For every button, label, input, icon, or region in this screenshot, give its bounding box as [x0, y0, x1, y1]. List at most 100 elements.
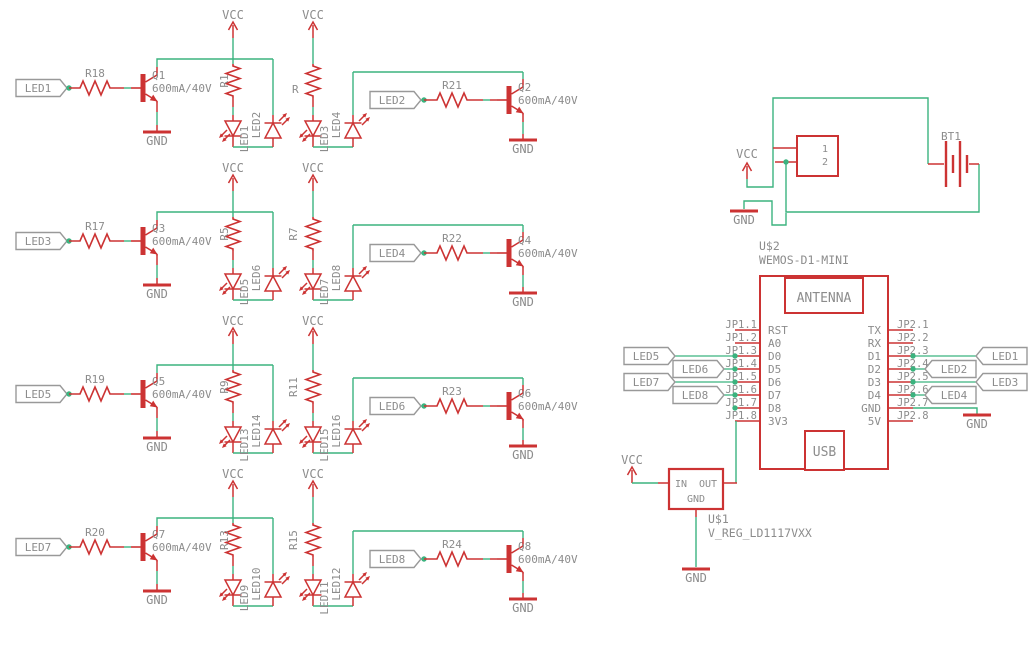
pin-label-jp1-7: JP1.7 [725, 397, 757, 409]
pin-name: GND [861, 402, 881, 415]
led-LED12[interactable] [343, 571, 371, 607]
led-LED14[interactable] [263, 418, 291, 454]
vcc-label: VCC [302, 314, 324, 328]
pin-label-jp1-5: JP1.5 [725, 371, 757, 383]
net-label-LED3-input[interactable]: LED3 [15, 231, 68, 251]
net-label-LED5-input[interactable]: LED5 [15, 384, 68, 404]
vcc-symbol[interactable] [307, 21, 319, 39]
led-name: LED11 [318, 581, 331, 614]
net-label-LED7-input[interactable]: LED7 [15, 537, 68, 557]
led-name: LED12 [330, 567, 343, 600]
net-label-LED6-input[interactable]: LED6 [369, 396, 422, 416]
pin-name: D8 [768, 402, 781, 415]
pin-label-jp1-1: JP1.1 [725, 319, 757, 331]
resistor-R23[interactable] [431, 398, 473, 414]
transistor-name: Q7 [152, 528, 165, 541]
vcc-symbol[interactable] [307, 480, 319, 498]
net-label-LED2[interactable]: LED2 [924, 359, 977, 379]
resistor-R11[interactable] [305, 369, 321, 405]
net-label-LED2-input[interactable]: LED2 [369, 90, 422, 110]
led-LED10[interactable] [263, 571, 291, 607]
pin-label-jp2-2: JP2.2 [897, 332, 929, 344]
connector-outline [796, 135, 839, 177]
battery-connector[interactable]: 12 [796, 135, 839, 177]
resistor-name: R1 [218, 74, 231, 87]
vcc-label: VCC [302, 8, 324, 22]
led-LED2[interactable] [263, 112, 291, 148]
resistor-R15[interactable] [305, 522, 321, 558]
resistor-R24[interactable] [431, 551, 473, 567]
led-LED4[interactable] [343, 112, 371, 148]
wire [746, 97, 929, 188]
pin-name: RX [868, 337, 882, 350]
antenna-box [784, 277, 864, 314]
net-label-LED6[interactable]: LED6 [672, 359, 725, 379]
pin-label-jp2-1: JP2.1 [897, 319, 929, 331]
net-label-LED4-input[interactable]: LED4 [369, 243, 422, 263]
vcc-symbol[interactable] [227, 174, 239, 192]
resistor-name: R15 [287, 530, 300, 550]
regulator-pin-gnd: GND [687, 494, 705, 505]
module-ref: U$2 [759, 239, 780, 253]
pin-label-jp2-3: JP2.3 [897, 345, 929, 357]
transistor-rating: 600mA/40V [518, 400, 578, 413]
net-label-flag [975, 372, 1028, 392]
net-label-LED4[interactable]: LED4 [924, 385, 977, 405]
net-label-text: LED5 [633, 350, 660, 363]
net-label-LED5[interactable]: LED5 [623, 346, 676, 366]
vcc-symbol[interactable] [741, 162, 753, 180]
transistor-name: Q5 [152, 375, 165, 388]
resistor-R[interactable] [305, 63, 321, 99]
vcc-symbol[interactable] [307, 327, 319, 345]
led-name: LED16 [330, 414, 343, 447]
transistor-name: Q2 [518, 81, 531, 94]
usb-box [804, 430, 845, 471]
pin-name: D5 [768, 363, 781, 376]
led-name: LED5 [238, 279, 251, 306]
net-label-LED1-input[interactable]: LED1 [15, 78, 68, 98]
net-label-flag [623, 372, 676, 392]
resistor-R7[interactable] [305, 216, 321, 252]
resistor-R22[interactable] [431, 245, 473, 261]
wire [156, 517, 273, 526]
resistor-R20[interactable] [74, 539, 116, 555]
net-label-LED7[interactable]: LED7 [623, 372, 676, 392]
vcc-symbol[interactable] [227, 480, 239, 498]
pin-name: D3 [868, 376, 881, 389]
led-LED16[interactable] [343, 418, 371, 454]
resistor-R19[interactable] [74, 386, 116, 402]
led-name: LED15 [318, 428, 331, 461]
usb-label: USB [813, 445, 837, 460]
net-label-flag [672, 385, 725, 405]
resistor-R21[interactable] [431, 92, 473, 108]
net-label-LED8-input[interactable]: LED8 [369, 549, 422, 569]
vcc-symbol[interactable] [227, 21, 239, 39]
net-label-LED1[interactable]: LED1 [975, 346, 1028, 366]
led-LED8[interactable] [343, 265, 371, 301]
vcc-symbol[interactable] [307, 174, 319, 192]
transistor-name: Q3 [152, 222, 165, 235]
battery-BT1[interactable]: BT1 [928, 130, 979, 187]
vcc-label: VCC [736, 147, 758, 161]
gnd-label: GND [512, 295, 534, 309]
net-label-text: LED3 [992, 376, 1019, 389]
transistor-name: Q6 [518, 387, 531, 400]
net-label-LED3[interactable]: LED3 [975, 372, 1028, 392]
vcc-label: VCC [222, 314, 244, 328]
net-label-LED8[interactable]: LED8 [672, 385, 725, 405]
vcc-symbol[interactable] [626, 466, 638, 484]
net-label-flag [975, 346, 1028, 366]
resistor-name: R23 [442, 385, 462, 398]
pin-name: D2 [868, 363, 881, 376]
vcc-symbol[interactable] [227, 327, 239, 345]
resistor-R17[interactable] [74, 233, 116, 249]
led-name: LED10 [250, 567, 263, 600]
transistor-rating: 600mA/40V [152, 541, 212, 554]
resistor-R18[interactable] [74, 80, 116, 96]
led-LED6[interactable] [263, 265, 291, 301]
net-label-flag [15, 537, 68, 557]
resistor-name: R13 [218, 530, 231, 550]
